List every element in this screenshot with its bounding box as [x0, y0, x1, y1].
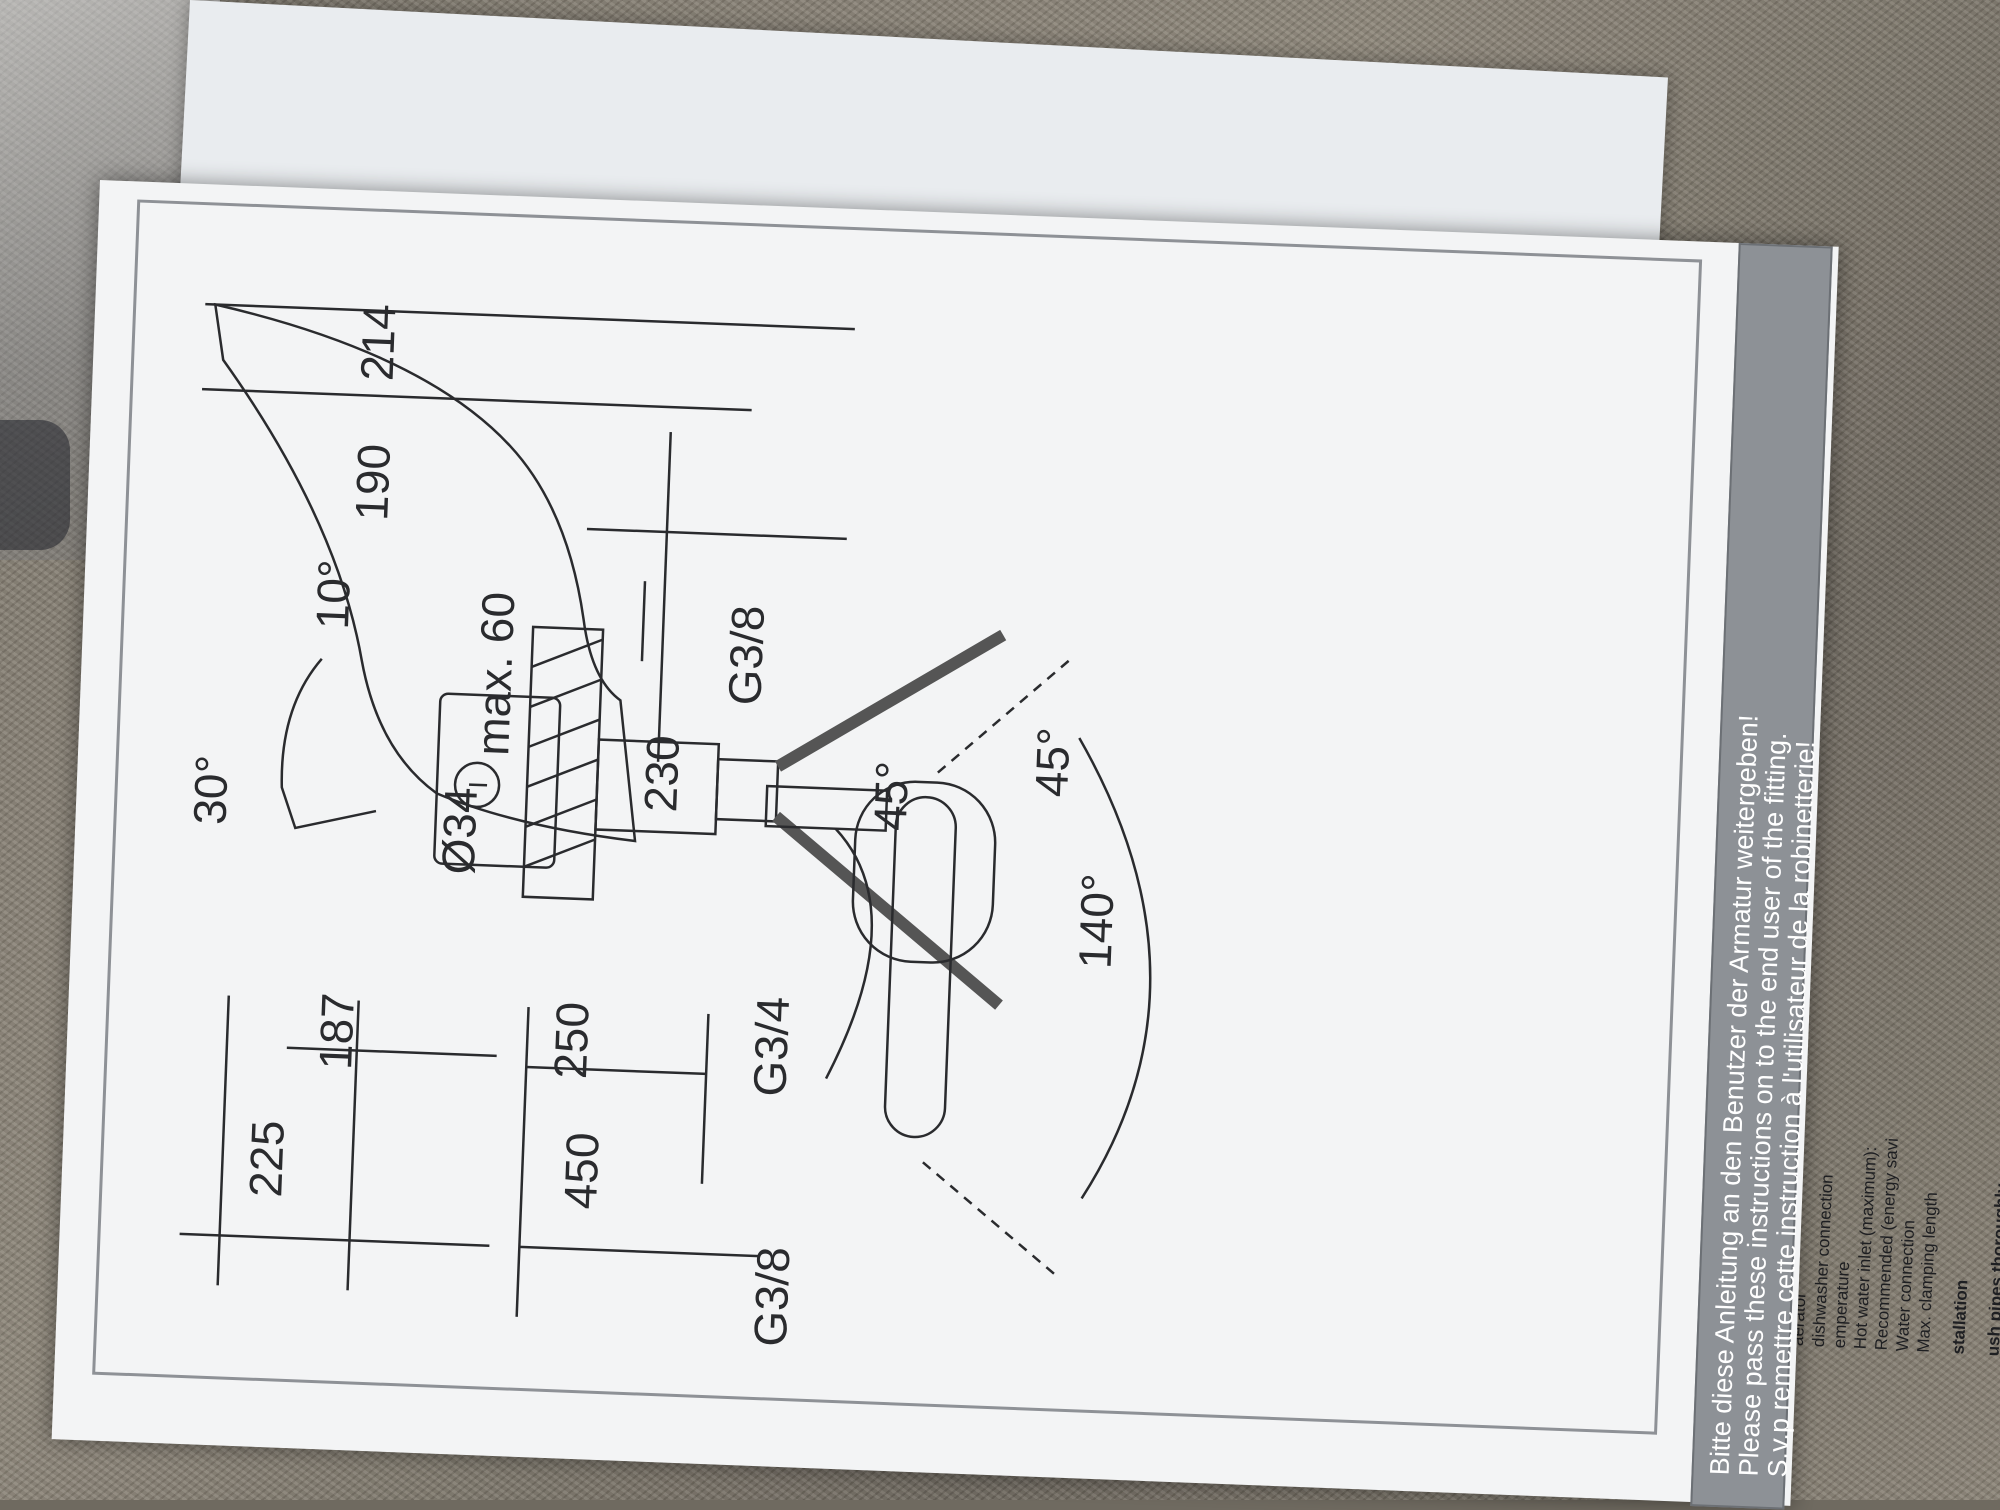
thread-g38-lower: G3/8	[744, 1246, 800, 1348]
dim-190: 190	[345, 443, 400, 522]
angle-10: 10°	[306, 559, 361, 631]
spout-outline	[213, 302, 637, 843]
faucet-dimension-diagram: 225 187 450 250 214 190 230 max. 60 Ø34 …	[179, 302, 1152, 1348]
lever-outline	[280, 658, 377, 830]
dim-214: 214	[351, 303, 406, 382]
rotation-arc	[1078, 737, 1152, 1200]
lever-top-view	[883, 795, 958, 1139]
angle-30: 30°	[183, 754, 238, 826]
angle-45-bottom: 45°	[1025, 726, 1080, 798]
mixer-body-top-view	[851, 780, 997, 964]
dim-450: 450	[554, 1131, 609, 1210]
connector-middle	[764, 784, 889, 832]
hose-lower	[772, 811, 1003, 1010]
rotation-arc-inner	[824, 827, 874, 1080]
dim-dia34: Ø34	[432, 786, 487, 875]
faucet-body	[433, 692, 562, 869]
dim-250: 250	[544, 1001, 599, 1080]
angle-45-top: 45°	[864, 760, 919, 832]
stopcock-knob	[453, 761, 501, 809]
plastic-bag-shadow	[0, 420, 70, 550]
dim-225: 225	[239, 1119, 294, 1198]
angle-140: 140°	[1068, 873, 1124, 970]
lever-left-dashed	[937, 656, 1074, 774]
thread-g38-upper: G3/8	[718, 604, 774, 706]
front-diagram-page: 225 187 450 250 214 190 230 max. 60 Ø34 …	[51, 180, 1839, 1510]
dim-230: 230	[634, 734, 689, 813]
dim-max60: max. 60	[466, 591, 524, 757]
lever-right-dashed	[922, 1161, 1060, 1279]
hose-upper	[774, 629, 1007, 772]
thread-g34: G3/4	[743, 996, 799, 1098]
dim-187: 187	[309, 992, 364, 1071]
